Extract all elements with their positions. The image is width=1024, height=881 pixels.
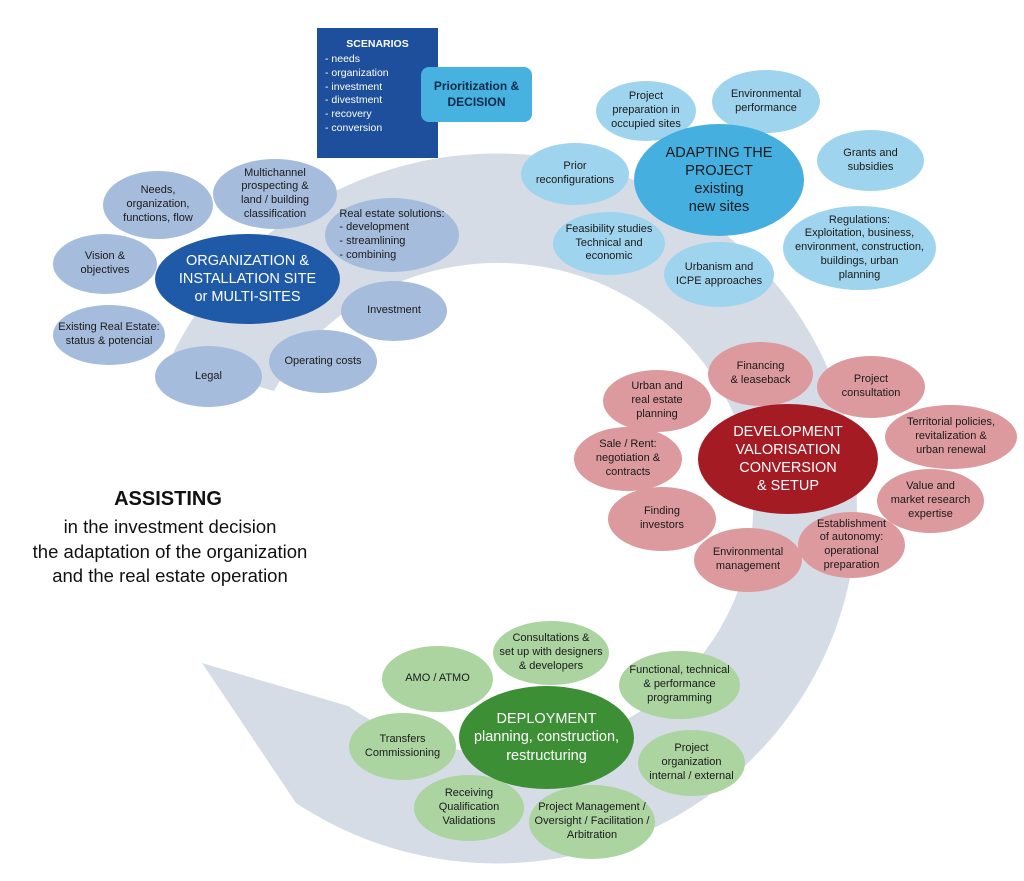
bubble-transfers-commissioning: Transfers Commissioning (349, 713, 456, 780)
hub-adapting-project: ADAPTING THE PROJECT existing new sites (634, 124, 804, 236)
scenario-item: - conversion (325, 122, 383, 135)
bubble-urban-real-estate-planning: Urban and real estate planning (603, 370, 711, 432)
bubble-urbanism-icpe: Urbanism and ICPE approaches (664, 242, 774, 307)
hub-development-valorisation: DEVELOPMENT VALORISATION CONVERSION & SE… (698, 404, 878, 514)
scenarios-box: SCENARIOS - needs - organization - inves… (317, 28, 438, 158)
bubble-environmental-management: Environmental management (694, 528, 802, 592)
bubble-sale-rent: Sale / Rent: negotiation & contracts (574, 427, 682, 491)
bubble-establishment-autonomy: Establishment of autonomy: operational p… (798, 512, 905, 578)
bubble-project-organization: Project organization internal / external (638, 730, 745, 796)
bubble-functional-programming: Functional, technical & performance prog… (619, 651, 740, 719)
bubble-finding-investors: Finding investors (608, 487, 716, 551)
bubble-receiving-qualification: Receiving Qualification Validations (414, 775, 524, 841)
bubble-existing-real-estate: Existing Real Estate: status & potencial (53, 305, 165, 365)
assisting-line: and the real estate operation (52, 565, 288, 587)
bubble-value-market-research: Value and market research expertise (877, 469, 984, 533)
bubble-multichannel-prospecting: Multichannel prospecting & land / buildi… (213, 159, 337, 229)
bubble-legal: Legal (155, 346, 262, 407)
bubble-consultations-designers: Consultations & set up with designers & … (493, 621, 609, 685)
scenario-item: - needs (325, 52, 361, 65)
assisting-caption: ASSISTING in the investment decision the… (0, 488, 340, 589)
bubble-investment: Investment (341, 281, 447, 341)
scenario-item: - investment (325, 80, 383, 93)
bubble-project-management: Project Management / Oversight / Facilit… (529, 785, 655, 859)
bubble-project-consultation: Project consultation (817, 356, 925, 418)
bubble-territorial-policies: Territorial policies, revitalization & u… (885, 405, 1017, 469)
bubble-prior-reconfigurations: Prior reconfigurations (521, 143, 629, 205)
hub-deployment: DEPLOYMENT planning, construction, restr… (459, 686, 634, 789)
bubble-vision-objectives: Vision & objectives (53, 234, 157, 294)
assisting-line: the adaptation of the organization (32, 540, 308, 562)
prioritization-decision-box: Prioritization & DECISION (421, 67, 532, 122)
bubble-grants-subsidies: Grants and subsidies (817, 130, 924, 191)
hub-organization-installation: ORGANIZATION & INSTALLATION SITE or MULT… (155, 234, 340, 324)
bubble-regulations: Regulations: Exploitation, business, env… (783, 206, 936, 290)
bubble-feasibility-studies: Feasibility studies Technical and econom… (553, 212, 665, 275)
assisting-line: in the investment decision (63, 516, 277, 537)
bubble-environmental-performance: Environmental performance (712, 70, 820, 133)
bubble-amo-atmo: AMO / ATMO (382, 646, 493, 712)
bubble-needs: Needs, organization, functions, flow (103, 171, 213, 239)
scenario-item: - organization (325, 66, 389, 79)
bubble-operating-costs: Operating costs (269, 330, 377, 393)
bubble-real-estate-solutions: Real estate solutions: - development - s… (325, 198, 459, 272)
bubble-financing-leaseback: Financing & leaseback (708, 342, 813, 406)
scenario-item: - recovery (325, 108, 372, 121)
scenario-item: - divestment (325, 94, 383, 107)
bubble-project-preparation-occupied: Project preparation in occupied sites (596, 81, 696, 141)
assisting-title: ASSISTING (114, 488, 222, 510)
scenarios-title: SCENARIOS (346, 38, 409, 50)
